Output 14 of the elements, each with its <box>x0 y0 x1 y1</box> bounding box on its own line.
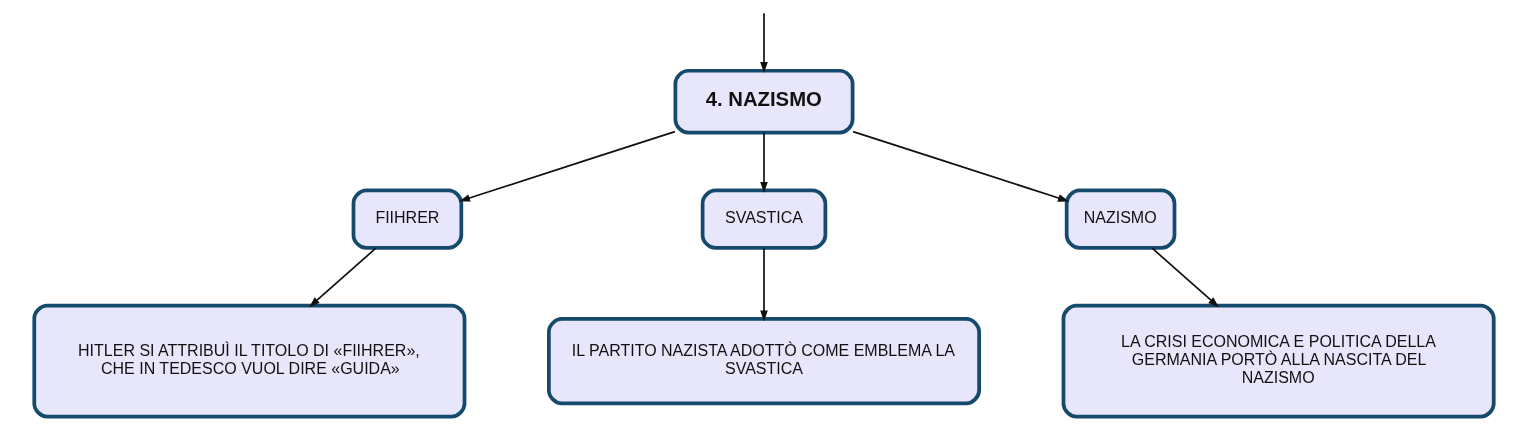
arrow <box>759 247 768 322</box>
node-box: NAZISMO <box>1064 188 1176 250</box>
arrow <box>851 130 1069 202</box>
node-box: 4. NAZISMO <box>673 68 854 135</box>
arrow <box>759 12 768 73</box>
node-box: SVASTICA <box>700 188 827 250</box>
arrow <box>1150 247 1219 308</box>
node-box: FIIHRER <box>351 188 463 250</box>
arrow <box>308 247 377 308</box>
node-box: IL PARTITO NAZISTA ADOTTÒ COME EMBLEMA LA SVASTICA <box>546 317 981 406</box>
node-box: LA CRISI ECONOMICA E POLITICA DELLA GERMANIA PORTÒ ALLA NASCITA DEL NAZISMO <box>1061 303 1496 419</box>
node-box: HITLER SI ATTRIBUÌ IL TITOLO DI «FIIHRER», CHE IN TEDESCO VUOL DIRE «GUIDA» <box>31 303 466 419</box>
arrow <box>458 130 676 202</box>
arrow <box>759 131 768 193</box>
